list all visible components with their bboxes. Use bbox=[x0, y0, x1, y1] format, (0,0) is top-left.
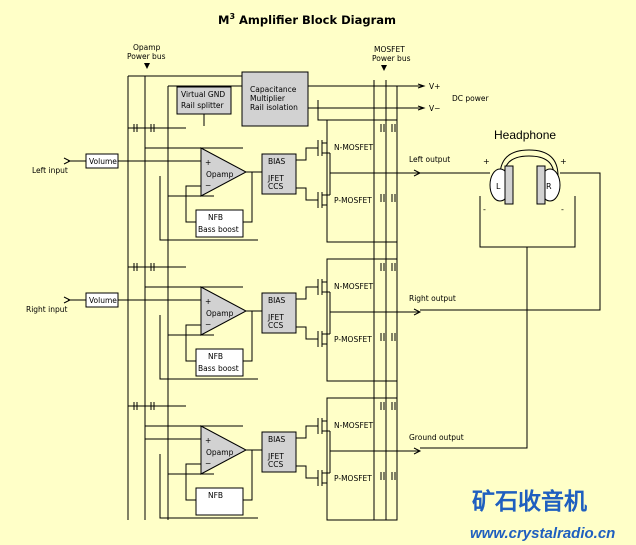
opamp-label: Opamp bbox=[206, 309, 234, 318]
vplus-label: V+ bbox=[429, 82, 440, 91]
virtual-gnd-label-1: Virtual GND bbox=[181, 90, 225, 99]
opamp-bus-label-2: Power bus bbox=[127, 52, 166, 61]
vminus-label: V− bbox=[429, 104, 440, 113]
opamp-minus-sign: − bbox=[205, 320, 211, 329]
watermark-chinese: 矿石收音机 bbox=[472, 488, 587, 515]
n-mosfet-label: N-MOSFET bbox=[334, 421, 374, 430]
ccs-label: CCS bbox=[268, 182, 283, 191]
p-mosfet-label: P-MOSFET bbox=[334, 474, 372, 483]
bias-label: BIAS bbox=[268, 296, 285, 305]
volume-label: Volume bbox=[89, 157, 117, 166]
hp-plus-l: + bbox=[483, 157, 490, 166]
ground-output-label: Ground output bbox=[409, 433, 464, 442]
n-mosfet-label: N-MOSFET bbox=[334, 282, 374, 291]
jfet-label: JFET bbox=[267, 313, 284, 322]
hp-plus-r: + bbox=[560, 157, 567, 166]
right-input-label: Right input bbox=[26, 305, 67, 314]
ccs-label: CCS bbox=[268, 460, 283, 469]
bias-label: BIAS bbox=[268, 157, 285, 166]
bass-boost-label: Bass boost bbox=[198, 364, 239, 373]
mosfet-bus-label-2: Power bus bbox=[372, 54, 411, 63]
opamp-label: Opamp bbox=[206, 170, 234, 179]
opamp-plus-sign: + bbox=[205, 436, 211, 445]
opamp-label: Opamp bbox=[206, 448, 234, 457]
volume-label: Volume bbox=[89, 296, 117, 305]
opamp-minus-sign: − bbox=[205, 181, 211, 190]
hp-r-label: R bbox=[546, 182, 552, 191]
left-input-label: Left input bbox=[32, 166, 68, 175]
bias-ccs-block bbox=[261, 153, 297, 195]
dc-power-label: DC power bbox=[452, 94, 489, 103]
hp-l-label: L bbox=[496, 182, 501, 191]
right-output-label: Right output bbox=[409, 294, 456, 303]
mosfet-bus-label-1: MOSFET bbox=[374, 45, 405, 54]
opamp-bus-label-1: Opamp bbox=[133, 43, 161, 52]
nfb-label: NFB bbox=[208, 352, 223, 361]
cap-mult-label-3: Rail isolation bbox=[250, 103, 298, 112]
opamp-triangle bbox=[200, 425, 248, 475]
opamp-minus-sign: − bbox=[205, 459, 211, 468]
opamp-plus-sign: + bbox=[205, 158, 211, 167]
bass-boost-label: Bass boost bbox=[198, 225, 239, 234]
nfb-label: NFB bbox=[208, 491, 223, 500]
headphone-title: Headphone bbox=[494, 128, 556, 142]
virtual-gnd-label-2: Rail splitter bbox=[181, 101, 225, 110]
bias-label: BIAS bbox=[268, 435, 285, 444]
p-mosfet-label: P-MOSFET bbox=[334, 196, 372, 205]
virtual-gnd-block bbox=[176, 86, 232, 115]
opamp-triangle bbox=[200, 286, 248, 336]
n-mosfet-label: N-MOSFET bbox=[334, 143, 374, 152]
bias-ccs-block bbox=[261, 431, 297, 473]
nfb-block bbox=[195, 348, 244, 377]
left-output-label: Left output bbox=[409, 155, 450, 164]
bias-ccs-block bbox=[261, 292, 297, 334]
opamp-bus-arrow bbox=[144, 63, 150, 69]
headband bbox=[499, 149, 559, 177]
nfb-block bbox=[195, 209, 244, 238]
diagram-title: M3 Amplifier Block Diagram bbox=[218, 12, 396, 27]
hp-minus-r: - bbox=[561, 205, 564, 214]
p-mosfet-label: P-MOSFET bbox=[334, 335, 372, 344]
opamp-plus-sign: + bbox=[205, 297, 211, 306]
channel-ground bbox=[128, 397, 422, 521]
channel-right bbox=[63, 258, 422, 382]
channel-left bbox=[63, 119, 422, 243]
cap-mult-label-2: Multiplier bbox=[250, 94, 286, 103]
jfet-label: JFET bbox=[267, 174, 284, 183]
ccs-label: CCS bbox=[268, 321, 283, 330]
hp-minus-l: - bbox=[483, 205, 486, 214]
mosfet-bus-arrow bbox=[381, 65, 387, 71]
nfb-block bbox=[195, 487, 244, 516]
capacitance-multiplier-block bbox=[241, 71, 309, 127]
opamp-triangle bbox=[200, 147, 248, 197]
cap-mult-label-1: Capacitance bbox=[250, 85, 297, 94]
nfb-label: NFB bbox=[208, 213, 223, 222]
jfet-label: JFET bbox=[267, 452, 284, 461]
watermark-url: www.crystalradio.cn bbox=[470, 525, 615, 542]
